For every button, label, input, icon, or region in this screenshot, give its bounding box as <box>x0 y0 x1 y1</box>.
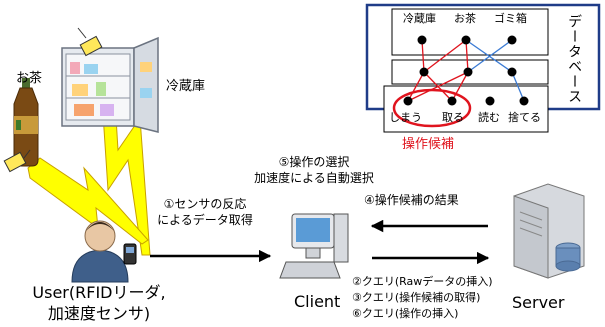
server-label: Server <box>512 293 565 312</box>
candidate-highlight-ellipse <box>392 88 472 128</box>
sousa-kouho-label: 操作候補 <box>402 137 455 152</box>
node-yomu <box>485 96 495 106</box>
node-ocha <box>461 35 471 45</box>
db-label-yomu: 読む <box>478 111 500 124</box>
rfid-tag-fridge <box>77 27 103 57</box>
lightning-bolt-bottle <box>27 157 149 245</box>
node-mid-2 <box>463 67 473 77</box>
db-label-reizouko: 冷蔵庫 <box>403 12 436 25</box>
db-label-suteru: 捨てる <box>508 111 541 124</box>
node-toru <box>447 96 457 106</box>
node-suteru <box>519 96 529 106</box>
user-label-line1: User(RFIDリーダ, <box>32 283 166 302</box>
db-label-gomibako: ゴミ箱 <box>494 12 527 25</box>
db-label-toru: 取る <box>442 111 464 124</box>
step1-line1: ①センサの反応 <box>163 197 247 211</box>
client-computer-icon <box>279 213 349 279</box>
graph-edges <box>407 39 525 102</box>
node-gomibako <box>507 35 517 45</box>
database-label: データベース <box>566 14 583 104</box>
server-icon <box>513 183 585 279</box>
refrigerator-illustration <box>61 36 159 133</box>
rfid-tag-bottle <box>3 149 31 173</box>
label-ocha: お茶 <box>16 71 43 86</box>
step5-line1: ⑤操作の選択 <box>278 155 350 169</box>
step5-line2: 加速度による自動選択 <box>254 171 374 185</box>
tea-bottle-illustration <box>13 78 39 167</box>
node-mid-1 <box>419 67 429 77</box>
node-shimau <box>403 96 413 106</box>
client-label: Client <box>294 292 341 311</box>
node-reizouko <box>417 35 427 45</box>
step4-label: ④操作候補の結果 <box>364 193 459 207</box>
step2-label: ②クエリ(Rawデータの挿入) <box>352 275 493 288</box>
step6-label: ⑥クエリ(操作の挿入) <box>352 307 459 320</box>
db-label-ocha: お茶 <box>454 12 476 25</box>
step1-line2: によるデータ取得 <box>157 213 253 227</box>
step3-label: ③クエリ(操作候補の取得) <box>352 291 481 304</box>
user-person-icon <box>71 220 137 283</box>
node-mid-3 <box>507 67 517 77</box>
label-reizouko: 冷蔵庫 <box>166 79 206 94</box>
user-label-line2: 加速度センサ) <box>47 304 151 323</box>
db-label-shimau: しまう <box>389 111 422 124</box>
